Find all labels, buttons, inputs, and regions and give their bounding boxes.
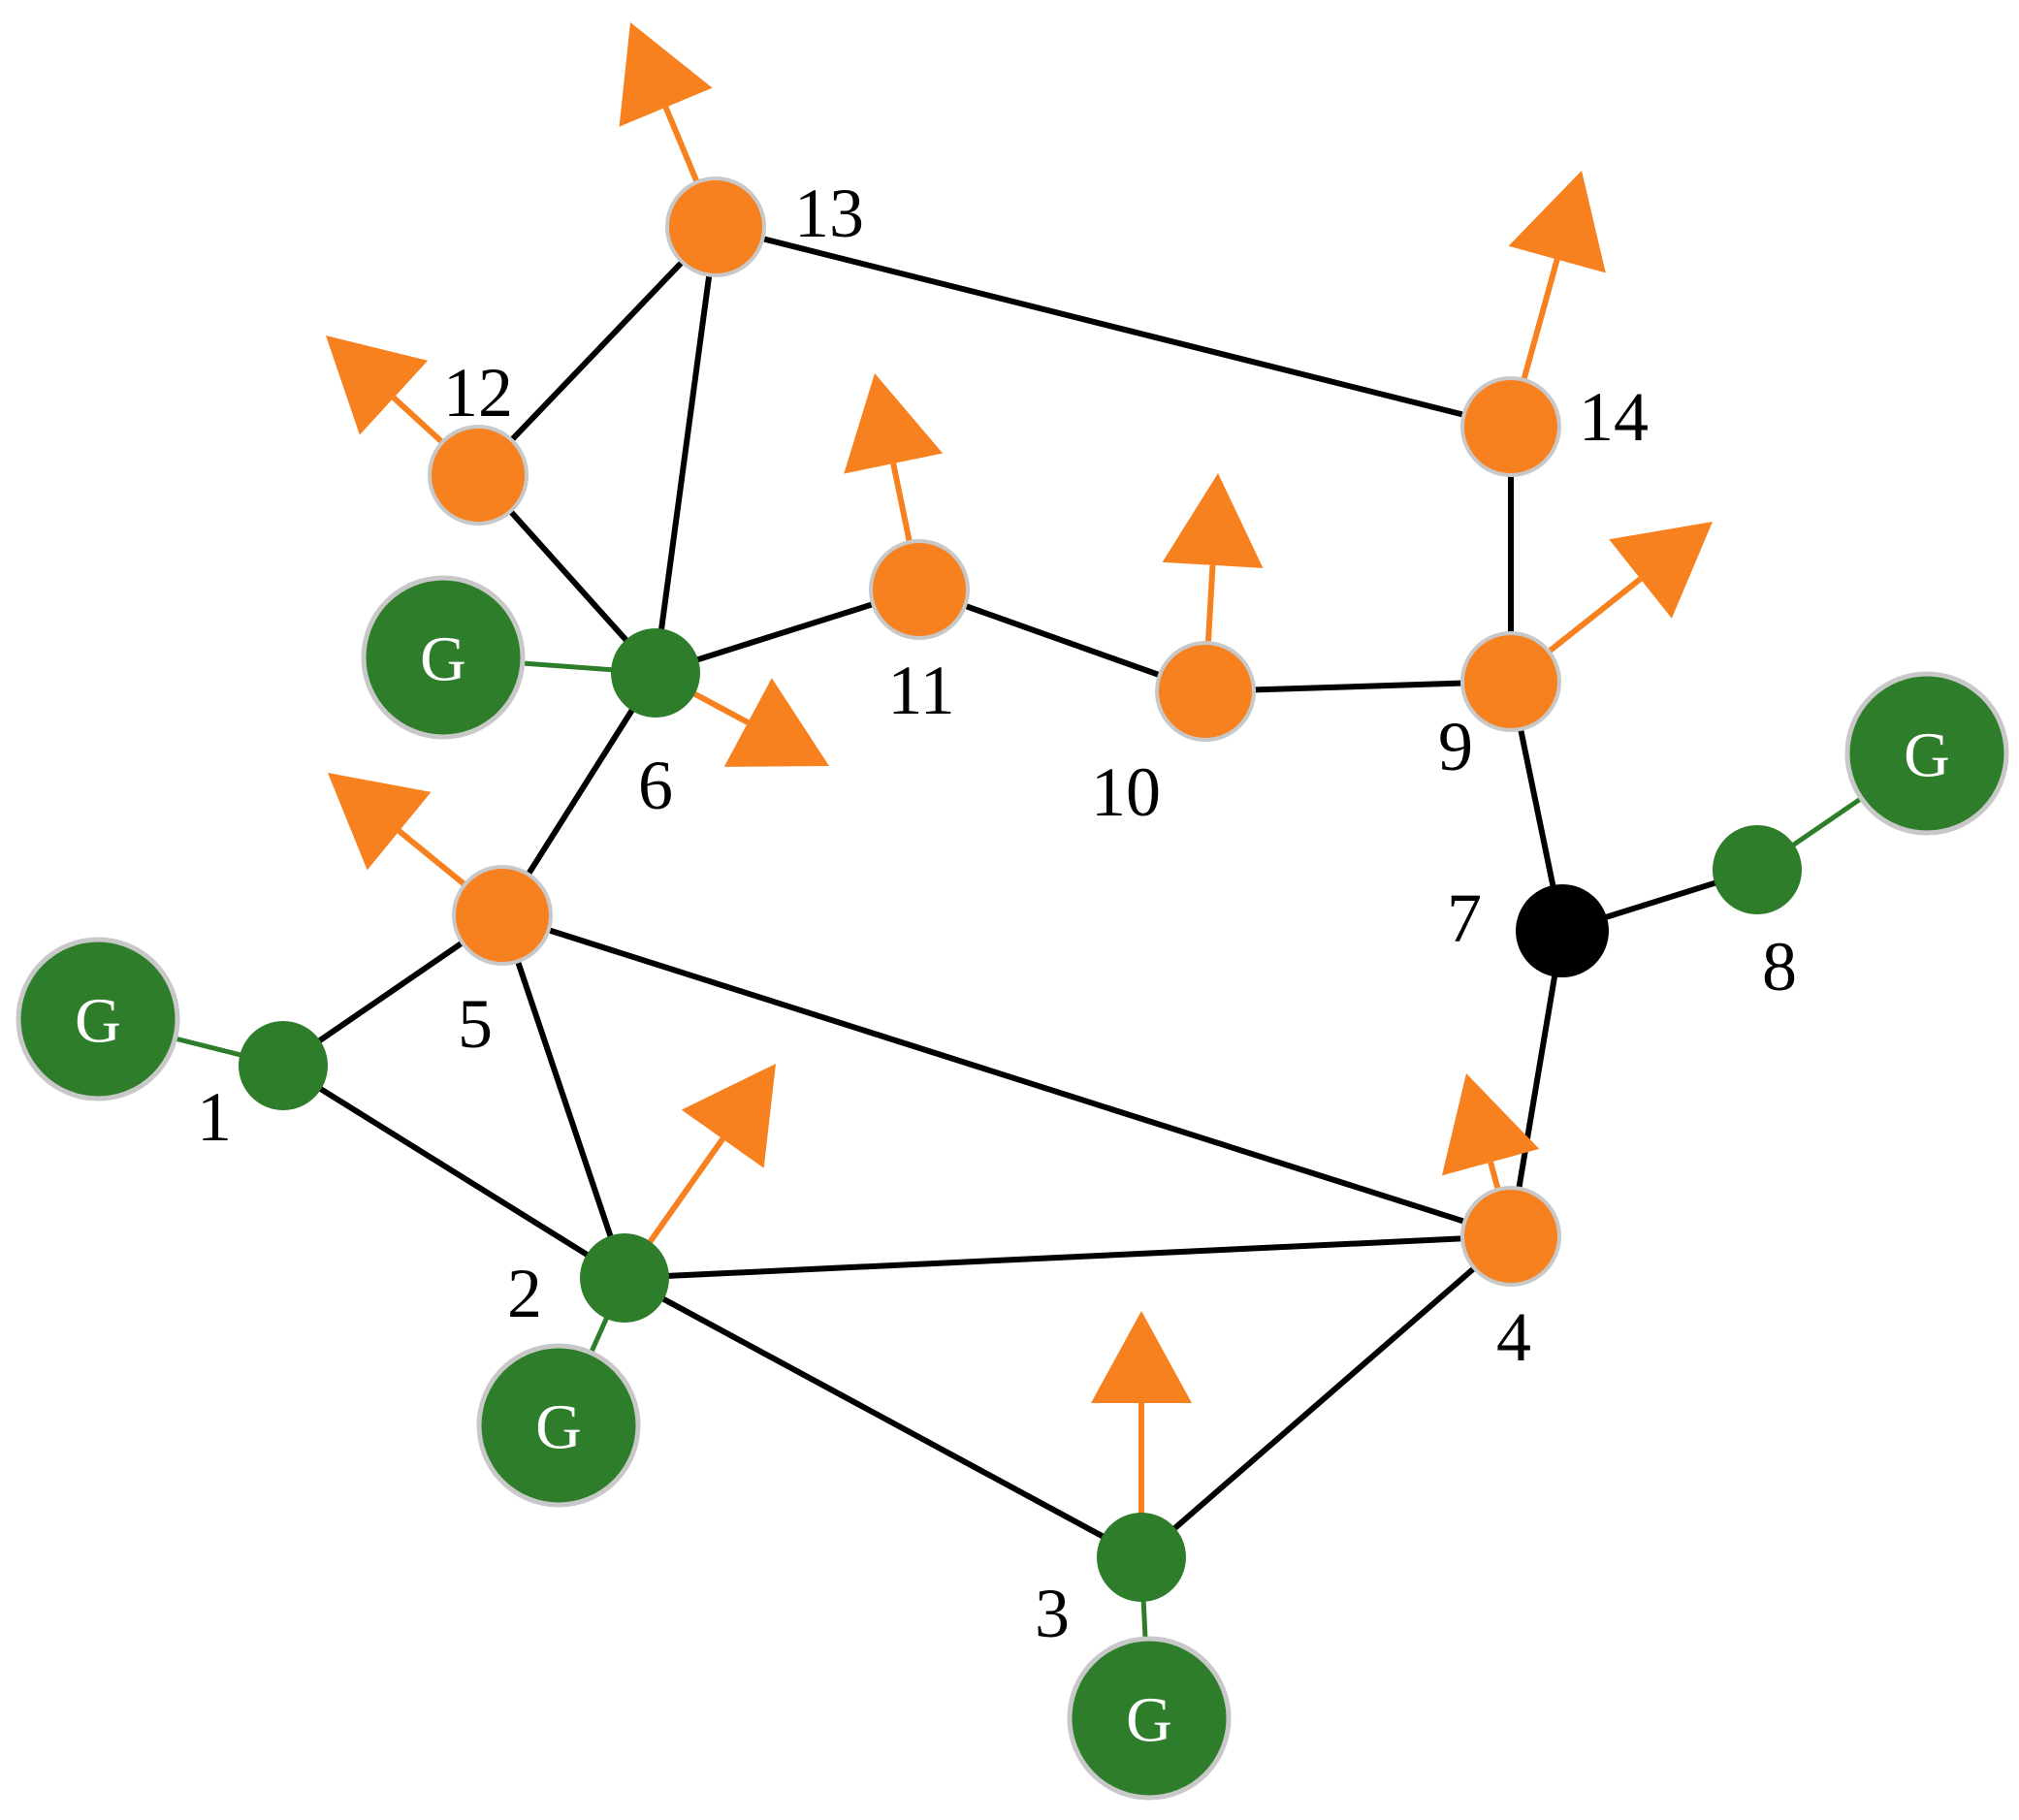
line-2-5 bbox=[499, 914, 627, 1279]
line-13-14 bbox=[715, 224, 1512, 430]
bus-label-2: 2 bbox=[507, 1255, 542, 1332]
bus-13 bbox=[665, 176, 766, 277]
load-arrow-head-5 bbox=[328, 773, 432, 871]
bus-10 bbox=[1155, 641, 1256, 742]
generator-1: G bbox=[16, 937, 180, 1102]
generator-symbol-3: G bbox=[1126, 1685, 1172, 1756]
bus-6 bbox=[611, 628, 700, 718]
generator-circle-2 bbox=[476, 1343, 641, 1508]
generator-circle-3 bbox=[1067, 1636, 1232, 1801]
generator-symbol-8: G bbox=[1904, 720, 1950, 791]
load-arrow-head-4 bbox=[1441, 1073, 1540, 1176]
load-arrow-head-9 bbox=[1609, 522, 1713, 619]
line-1-2 bbox=[281, 1063, 626, 1281]
load-arrow-head-14 bbox=[1508, 171, 1606, 273]
bus-3 bbox=[1097, 1513, 1186, 1602]
bus-9 bbox=[1460, 631, 1561, 732]
bus-7 bbox=[1516, 884, 1609, 977]
line-12-13 bbox=[475, 224, 719, 478]
bus-label-3: 3 bbox=[1035, 1575, 1070, 1652]
bus-label-6: 6 bbox=[638, 747, 673, 824]
generator-symbol-6: G bbox=[420, 624, 466, 695]
bus-label-13: 13 bbox=[794, 175, 864, 252]
generator-symbol-2: G bbox=[535, 1392, 582, 1463]
bus-label-10: 10 bbox=[1091, 753, 1161, 831]
line-2-3 bbox=[623, 1275, 1143, 1560]
bus-label-9: 9 bbox=[1438, 708, 1473, 785]
bus-4 bbox=[1460, 1186, 1561, 1287]
bus-1 bbox=[239, 1021, 328, 1110]
bus-label-8: 8 bbox=[1762, 928, 1797, 1006]
generator-circle-1 bbox=[16, 937, 180, 1102]
line-4-5 bbox=[501, 912, 1512, 1239]
line-2-4 bbox=[624, 1233, 1512, 1281]
load-arrow-head-2 bbox=[681, 1064, 776, 1168]
generator-3: G bbox=[1067, 1636, 1232, 1801]
bus-5 bbox=[452, 865, 553, 966]
bus-label-7: 7 bbox=[1447, 879, 1482, 957]
bus-11 bbox=[869, 539, 970, 640]
bus-2 bbox=[580, 1233, 669, 1323]
line-9-10 bbox=[1204, 679, 1512, 694]
line-6-13 bbox=[653, 226, 719, 674]
load-arrow-head-13 bbox=[619, 22, 713, 127]
line-4-7 bbox=[1508, 930, 1565, 1237]
bus-8 bbox=[1713, 825, 1802, 914]
generators: G G G G G bbox=[16, 575, 2009, 1801]
bus-label-5: 5 bbox=[458, 985, 493, 1063]
load-arrow-head-6 bbox=[723, 678, 829, 767]
generator-circle-6 bbox=[361, 575, 526, 740]
generator-8: G bbox=[1844, 671, 2009, 836]
buses bbox=[239, 176, 1802, 1602]
bus-12 bbox=[428, 425, 529, 526]
load-arrow-head-3 bbox=[1091, 1311, 1192, 1403]
bus-label-4: 4 bbox=[1496, 1298, 1531, 1376]
load-arrow-head-11 bbox=[844, 373, 944, 474]
load-arrow-head-12 bbox=[326, 335, 429, 435]
bus-14 bbox=[1460, 376, 1561, 477]
bus-label-14: 14 bbox=[1579, 378, 1649, 456]
bus-label-1: 1 bbox=[197, 1078, 232, 1156]
line-10-11 bbox=[917, 587, 1207, 694]
generator-6: G bbox=[361, 575, 526, 740]
bus-label-11: 11 bbox=[887, 652, 954, 729]
generator-symbol-1: G bbox=[75, 986, 121, 1057]
load-arrow-head-10 bbox=[1162, 473, 1264, 568]
generator-circle-8 bbox=[1844, 671, 2009, 836]
bus-label-12: 12 bbox=[443, 354, 513, 431]
line-3-4 bbox=[1139, 1233, 1513, 1560]
generator-2: G bbox=[476, 1343, 641, 1508]
